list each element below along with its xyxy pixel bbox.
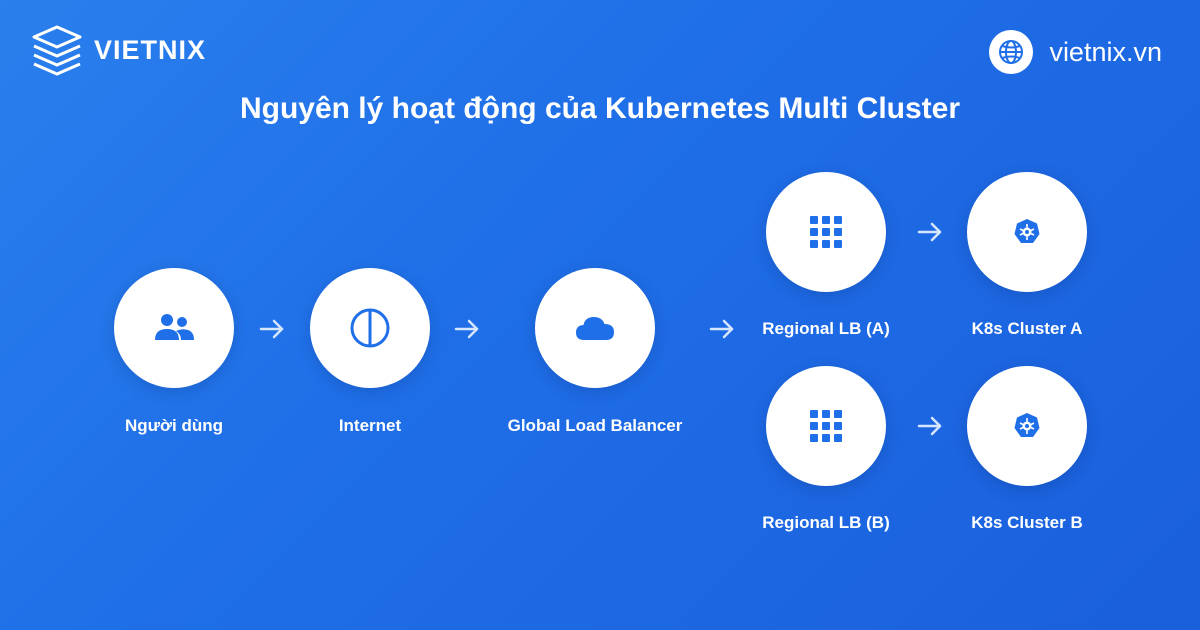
user-node — [114, 268, 234, 388]
kubernetes-icon — [1014, 219, 1040, 243]
user-label: Người dùng — [124, 416, 224, 435]
glb-label: Global Load Balancer — [507, 416, 683, 435]
rlb-b-node — [766, 366, 886, 486]
arrow-right-icon — [709, 319, 734, 339]
arrow-right-icon — [454, 319, 479, 339]
internet-icon — [350, 308, 390, 348]
rlb-a-label: Regional LB (A) — [762, 319, 890, 338]
users-icon — [155, 314, 194, 340]
cluster-b-label: K8s Cluster B — [971, 513, 1083, 532]
arrow-right-icon — [917, 222, 942, 242]
brand-name: VIETNIX — [94, 34, 207, 65]
cluster-a-label: K8s Cluster A — [971, 319, 1083, 338]
arrow-right-icon — [259, 319, 284, 339]
grid-icon — [810, 216, 842, 248]
internet-label: Internet — [338, 416, 402, 435]
page-title: Nguyên lý hoạt động của Kubernetes Multi… — [239, 92, 961, 125]
rlb-b-label: Regional LB (B) — [762, 513, 890, 532]
site-link[interactable]: vietnix.vn — [989, 30, 1162, 74]
brand-logo: VIETNIX — [30, 24, 206, 76]
arrow-right-icon — [917, 416, 942, 436]
cluster-b-node — [967, 366, 1087, 486]
vietnix-logo-icon — [32, 25, 82, 76]
kubernetes-icon — [1014, 413, 1040, 437]
internet-node — [310, 268, 430, 388]
grid-icon — [810, 410, 842, 442]
globe-icon — [989, 30, 1034, 74]
glb-node — [535, 268, 655, 388]
rlb-a-node — [766, 172, 886, 292]
site-url: vietnix.vn — [1049, 36, 1162, 67]
cloud-icon — [576, 317, 614, 340]
cluster-a-node — [967, 172, 1087, 292]
